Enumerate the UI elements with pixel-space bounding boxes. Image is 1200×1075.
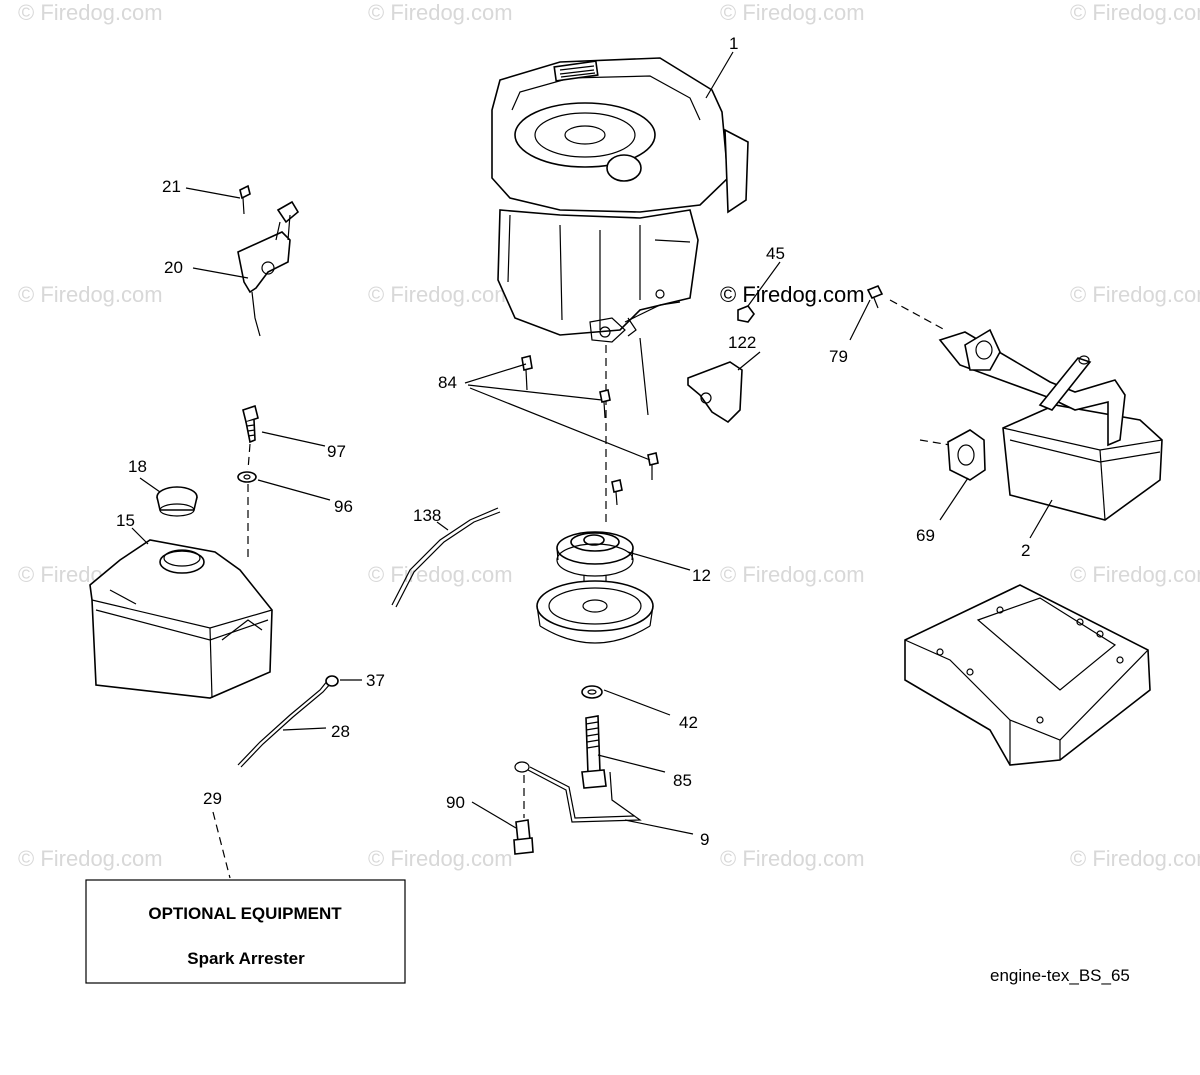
callout-9: 9 [700, 830, 709, 849]
callout-85: 85 [673, 771, 692, 790]
callout-15: 15 [116, 511, 135, 530]
washer-bolt-part [581, 685, 607, 789]
muffler-part [889, 299, 1163, 521]
callout-2: 2 [1021, 541, 1030, 560]
callout-90: 90 [446, 793, 465, 812]
watermark: © Firedog.com [18, 846, 163, 871]
nut-part [737, 305, 755, 323]
optional-equipment-item: Spark Arrester [187, 949, 305, 968]
diagram-reference-code: engine-tex_BS_65 [990, 966, 1130, 985]
watermark: © Firedog.com [1070, 0, 1200, 25]
callout-37: 37 [366, 671, 385, 690]
callout-1: 1 [729, 34, 738, 53]
rod-part [513, 761, 642, 855]
callout-84: 84 [438, 373, 457, 392]
engine-bolts-part [521, 355, 659, 506]
callout-122: 122 [728, 333, 756, 352]
optional-equipment-title: OPTIONAL EQUIPMENT [148, 904, 342, 923]
watermark: © Firedog.com [720, 846, 865, 871]
fuel-line-part [391, 507, 501, 608]
fuel-tank-part [89, 486, 273, 699]
watermark: © Firedog.com [368, 282, 513, 307]
watermark: © Firedog.com [368, 846, 513, 871]
watermark: © Firedog.com [368, 0, 513, 25]
callout-96: 96 [334, 497, 353, 516]
callout-18: 18 [128, 457, 147, 476]
callout-12: 12 [692, 566, 711, 585]
callout-21: 21 [162, 177, 181, 196]
mounting-plate-part [904, 584, 1151, 766]
callout-79: 79 [829, 347, 848, 366]
callout-97: 97 [327, 442, 346, 461]
callout-69: 69 [916, 526, 935, 545]
watermark: © Firedog.com [1070, 562, 1200, 587]
watermark: © Firedog.com [18, 282, 163, 307]
watermark: © Firedog.com [720, 0, 865, 25]
watermark: © Firedog.com [1070, 846, 1200, 871]
throttle-control-part [237, 184, 300, 337]
watermark: © Firedog.com [720, 282, 865, 307]
heat-shield-part [687, 361, 743, 424]
engine-part [491, 57, 749, 525]
watermark: © Firedog.com [720, 562, 865, 587]
leader-lines [131, 51, 1053, 879]
callout-28: 28 [331, 722, 350, 741]
callout-29: 29 [203, 789, 222, 808]
callout-42: 42 [679, 713, 698, 732]
watermark-layer: © Firedog.com © Firedog.com © Firedog.co… [18, 0, 1200, 871]
watermark: © Firedog.com [368, 562, 513, 587]
callout-labels: 1 2 9 12 15 18 20 21 28 29 37 42 45 69 7… [116, 34, 1030, 849]
callout-45: 45 [766, 244, 785, 263]
watermark: © Firedog.com [1070, 282, 1200, 307]
optional-equipment-box: OPTIONAL EQUIPMENT Spark Arrester [85, 879, 406, 984]
pulley-part [536, 531, 654, 644]
screw-washer-part [237, 404, 259, 560]
callout-20: 20 [164, 258, 183, 277]
callout-138: 138 [413, 506, 441, 525]
watermark: © Firedog.com [18, 0, 163, 25]
gasket-part [866, 284, 986, 481]
fuel-line-28-part [237, 675, 339, 768]
